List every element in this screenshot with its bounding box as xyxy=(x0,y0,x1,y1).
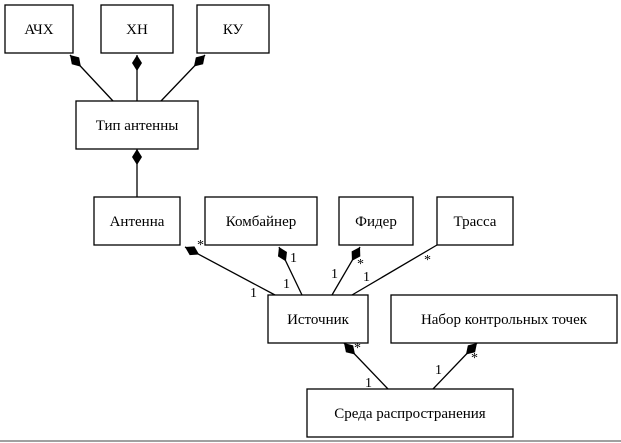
class-box-border xyxy=(306,388,514,438)
class-box-tip[interactable]: Тип антенны xyxy=(75,100,199,150)
class-label: Набор контрольных точек xyxy=(421,312,588,328)
multiplicity-to: 1 xyxy=(290,251,297,266)
multiplicity-from: 1 xyxy=(331,267,338,282)
association-source-combiner: 11 xyxy=(277,246,303,296)
multiplicity-from: 1 xyxy=(365,376,372,391)
association-medium-source: 1* xyxy=(343,341,389,391)
class-box-xn[interactable]: ХН xyxy=(100,4,174,54)
class-label: Фидер xyxy=(355,214,397,230)
class-label: Комбайнер xyxy=(226,214,296,230)
class-label: Антенна xyxy=(110,214,165,230)
association-tip-achx xyxy=(69,54,114,102)
multiplicity-to: * xyxy=(424,253,431,268)
class-box-border xyxy=(93,196,181,246)
class-box-border xyxy=(196,4,270,54)
class-box-border xyxy=(4,4,74,54)
class-box-source[interactable]: Источник xyxy=(267,294,369,344)
multiplicity-to: * xyxy=(357,257,364,272)
class-label: АЧХ xyxy=(24,22,53,38)
multiplicity-from: 1 xyxy=(363,270,370,285)
composition-diamond-icon xyxy=(351,247,361,261)
class-box-feeder[interactable]: Фидер xyxy=(338,196,414,246)
class-label: Среда распространения xyxy=(334,406,486,422)
class-box-antenna[interactable]: Антенна xyxy=(93,196,181,246)
class-box-border xyxy=(338,196,414,246)
association-tip-ku xyxy=(160,54,206,102)
class-box-border xyxy=(390,294,618,344)
class-box-border xyxy=(436,196,514,246)
composition-diamond-icon xyxy=(132,55,142,71)
association-source-trassa: 1* xyxy=(351,244,438,296)
association-tip-xn xyxy=(132,55,142,101)
association-antenna-tip xyxy=(132,149,142,197)
class-box-border xyxy=(75,100,199,150)
multiplicity-to: * xyxy=(354,341,361,356)
composition-diamond-icon xyxy=(344,343,356,355)
association-medium-points: 1* xyxy=(432,342,478,390)
class-box-combiner[interactable]: Комбайнер xyxy=(204,196,318,246)
composition-diamond-icon xyxy=(277,247,287,262)
multiplicity-from: 1 xyxy=(283,277,290,292)
class-box-border xyxy=(204,196,318,246)
composition-diamond-icon xyxy=(132,149,142,165)
association-line xyxy=(351,244,438,296)
multiplicity-from: 1 xyxy=(435,363,442,378)
association-line xyxy=(184,246,276,296)
multiplicity-from: 1 xyxy=(250,286,257,301)
class-box-border xyxy=(267,294,369,344)
class-box-achx[interactable]: АЧХ xyxy=(4,4,74,54)
composition-diamond-icon xyxy=(465,343,477,355)
class-label: Трасса xyxy=(454,214,497,230)
class-box-points[interactable]: Набор контрольных точек xyxy=(390,294,618,344)
class-label: Тип антенны xyxy=(96,118,179,134)
multiplicity-to: * xyxy=(197,238,204,253)
composition-diamond-icon xyxy=(185,246,200,256)
class-box-medium[interactable]: Среда распространения xyxy=(306,388,514,438)
class-label: ХН xyxy=(126,22,148,38)
multiplicity-to: * xyxy=(471,351,478,366)
composition-diamond-icon xyxy=(70,55,81,67)
class-label: КУ xyxy=(223,22,244,38)
class-box-trassa[interactable]: Трасса xyxy=(436,196,514,246)
association-source-feeder: 1* xyxy=(331,246,364,296)
composition-diamond-icon xyxy=(193,55,205,67)
class-box-ku[interactable]: КУ xyxy=(196,4,270,54)
class-box-border xyxy=(100,4,174,54)
class-label: Источник xyxy=(287,312,350,328)
association-source-antenna: 1* xyxy=(184,238,276,301)
